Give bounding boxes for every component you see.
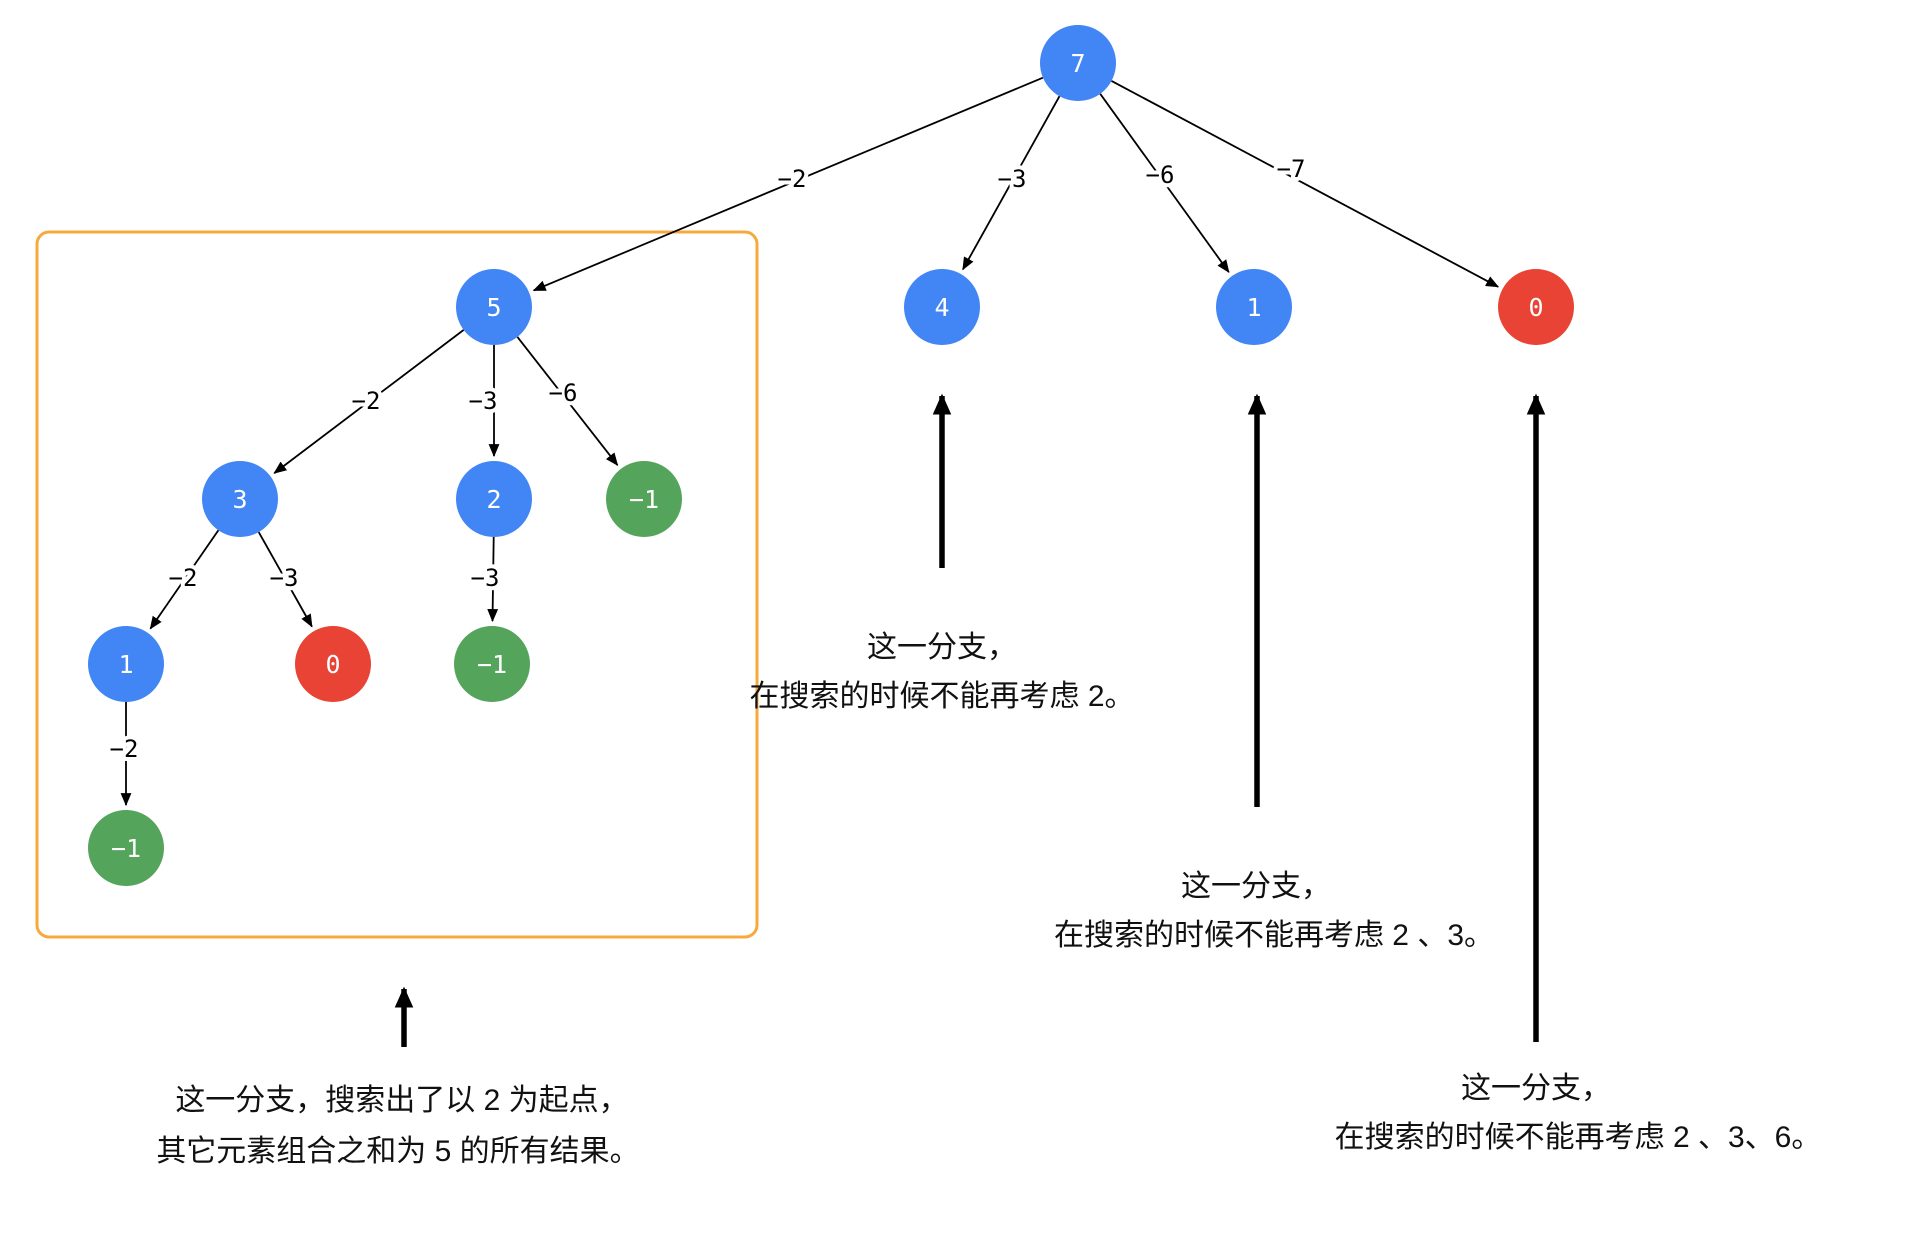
tree-node-neg1-under-2: −1 bbox=[454, 626, 530, 702]
node-circle bbox=[456, 461, 532, 537]
highlight-box bbox=[35, 230, 759, 939]
node-circle bbox=[904, 269, 980, 345]
tree-node-4: 4 bbox=[904, 269, 980, 345]
tree-node-3: 3 bbox=[202, 461, 278, 537]
edge-7-to-4 bbox=[962, 95, 1061, 271]
node-circle bbox=[606, 461, 682, 537]
node-label: 1 bbox=[118, 650, 133, 679]
tree-node-5: 5 bbox=[456, 269, 532, 345]
node-circle bbox=[456, 269, 532, 345]
annotation-texts: 这一分支， 在搜索的时候不能再考虑 2。 这一分支， 在搜索的时候不能再考虑 2… bbox=[156, 631, 1821, 1168]
node-circle bbox=[1040, 25, 1116, 101]
node-label: −1 bbox=[477, 650, 507, 679]
edge-3-to-1 bbox=[149, 529, 220, 630]
branch-4-caption-line2: 在搜索的时候不能再考虑 2。 bbox=[749, 680, 1134, 713]
edge-3-to-0 bbox=[257, 531, 313, 628]
node-label: 0 bbox=[325, 650, 340, 679]
edge-label: −6 bbox=[549, 379, 578, 407]
edge-label: −3 bbox=[471, 564, 500, 592]
branch-1-caption-line1: 这一分支， bbox=[1181, 870, 1331, 903]
edge-label: −3 bbox=[998, 165, 1027, 193]
box-caption-line2: 其它元素组合之和为 5 的所有结果。 bbox=[156, 1135, 639, 1168]
node-label: 0 bbox=[1528, 293, 1543, 322]
branch-0-caption-line1: 这一分支， bbox=[1461, 1072, 1611, 1105]
node-label: 2 bbox=[486, 485, 501, 514]
edge-label: −3 bbox=[270, 564, 299, 592]
edge-label: −2 bbox=[110, 735, 139, 763]
branch-0-caption-line2: 在搜索的时候不能再考虑 2 、3、6。 bbox=[1335, 1121, 1822, 1154]
tree-edges bbox=[120, 76, 1500, 807]
node-label: 1 bbox=[1246, 293, 1261, 322]
node-label: 7 bbox=[1070, 49, 1085, 78]
edge-2-to-neg1 bbox=[487, 536, 499, 623]
edge-label: −3 bbox=[469, 387, 498, 415]
branch-1-caption-line2: 在搜索的时候不能再考虑 2 、3。 bbox=[1054, 919, 1494, 952]
node-circle bbox=[295, 626, 371, 702]
node-circle bbox=[1498, 269, 1574, 345]
node-label: 5 bbox=[486, 293, 501, 322]
edge-label: −2 bbox=[169, 564, 198, 592]
tree-node-2: 2 bbox=[456, 461, 532, 537]
node-label: −1 bbox=[111, 834, 141, 863]
tree-node-1-right: 1 bbox=[1216, 269, 1292, 345]
tree-node-neg1-under-1: −1 bbox=[88, 810, 164, 886]
node-label: −1 bbox=[629, 485, 659, 514]
tree-nodes: 7 5 4 1 0 3 2 −1 bbox=[88, 25, 1574, 886]
node-circle bbox=[88, 810, 164, 886]
edge-5-to-3 bbox=[273, 329, 465, 474]
edge-5-to-neg1 bbox=[516, 336, 619, 466]
node-circle bbox=[454, 626, 530, 702]
node-circle bbox=[88, 626, 164, 702]
tree-node-0-left: 0 bbox=[295, 626, 371, 702]
tree-node-1-left: 1 bbox=[88, 626, 164, 702]
node-label: 3 bbox=[232, 485, 247, 514]
branch-4-caption-line1: 这一分支， bbox=[867, 631, 1017, 664]
edge-7-to-5 bbox=[532, 76, 1044, 292]
tree-node-neg1-under-5: −1 bbox=[606, 461, 682, 537]
edge-label: −7 bbox=[1277, 155, 1306, 183]
edge-label: −2 bbox=[778, 165, 807, 193]
edge-7-to-0 bbox=[1111, 80, 1500, 288]
node-circle bbox=[1216, 269, 1292, 345]
node-circle bbox=[202, 461, 278, 537]
tree-node-root-7: 7 bbox=[1040, 25, 1116, 101]
box-caption-line1: 这一分支，搜索出了以 2 为起点， bbox=[175, 1084, 628, 1117]
node-label: 4 bbox=[934, 293, 949, 322]
edge-label: −6 bbox=[1146, 161, 1175, 189]
tree-node-0-right: 0 bbox=[1498, 269, 1574, 345]
annotation-arrows bbox=[394, 393, 1546, 1047]
edge-label: −2 bbox=[352, 387, 381, 415]
edge-7-to-1 bbox=[1099, 93, 1230, 273]
edge-labels: −2 −3 −6 −7 −2 −3 −6 −2 −3 −3 −2 bbox=[106, 151, 1310, 767]
